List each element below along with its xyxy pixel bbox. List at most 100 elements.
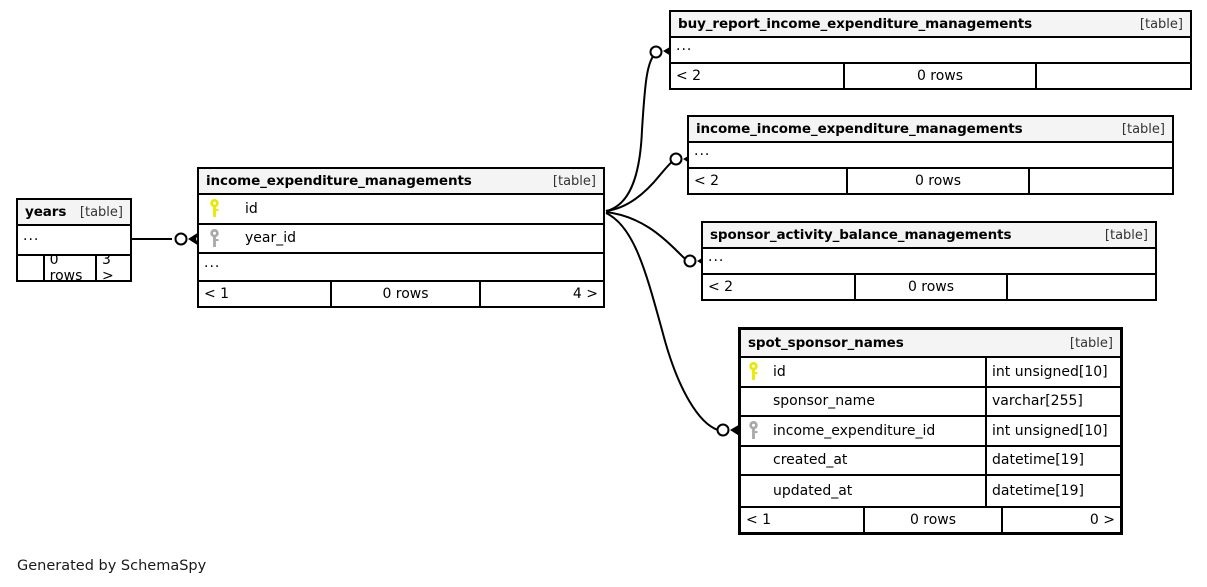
column-name: ... [204,258,221,271]
column-name: year_id [245,230,297,247]
column-name: ... [694,146,711,159]
edge-endpoint-circle [649,45,663,59]
key-glyph [209,228,219,247]
edge-endpoint-circle [174,232,188,246]
footer-row-count: 0 rows [854,275,1006,299]
column-name: ... [676,41,693,54]
footer-parent-count: < 2 [694,173,720,189]
table-node-buy-report-income-expenditure-managements[interactable]: buy_report_income_expenditure_management… [669,10,1192,90]
column-type: datetime[19] [985,476,1120,506]
table-footer-income-income-expenditure-managements: < 2 0 rows [689,167,1172,193]
table-node-income-expenditure-managements[interactable]: income_expenditure_managements [table] i… [197,167,605,308]
column-name: income_expenditure_id [773,422,936,439]
foreign-key-icon [199,228,229,248]
table-footer-buy-report-income-expenditure-managements: < 2 0 rows [671,62,1190,88]
footer-child-count [1028,169,1172,193]
column-name: ... [708,252,725,265]
footer-row-count: 0 rows [846,169,1028,193]
table-columns: id year_id ... [199,195,603,280]
edge-endpoint-circle [716,423,730,437]
column-name: created_at [773,452,848,469]
table-header-spot-sponsor-names: spot_sponsor_names [table] [741,330,1120,358]
column-name: id [773,363,786,380]
table-type-tag: [table] [1104,227,1148,243]
table-type-tag: [table] [552,173,596,189]
table-name: years [25,204,67,220]
key-glyph [748,362,758,381]
column-name: id [245,200,258,217]
footer-child-count: 0 > [1001,507,1120,532]
edge-to-income-income [605,159,675,212]
table-type-tag: [table] [79,204,123,220]
footer-child-count: 3 > [95,256,130,280]
table-columns: ... [671,38,1190,62]
table-columns: ... [689,143,1172,167]
column-name: ... [23,231,40,244]
edge-to-sponsor-activity [605,211,690,262]
footer-parent-count [18,256,43,280]
table-name: sponsor_activity_balance_managements [710,227,1012,243]
table-row: id [199,195,603,225]
edge-endpoint-circle [669,152,683,166]
column-name: sponsor_name [773,393,875,410]
table-header-sponsor-activity-balance-managements: sponsor_activity_balance_managements [ta… [703,223,1155,249]
edge-to-buy-report [605,54,655,212]
footer-row-count: 0 rows [330,282,479,306]
footer-row-count: 0 rows [843,64,1035,88]
table-footer-sponsor-activity-balance-managements: < 2 0 rows [703,273,1155,299]
edge-endpoint-circle [683,254,697,268]
column-name: updated_at [773,482,853,499]
table-columns: ... [18,226,130,254]
table-columns: ... [703,249,1155,273]
foreign-key-icon [741,421,765,440]
footer-row-count: 0 rows [863,507,1001,532]
footer-parent-count: < 2 [676,68,702,84]
table-type-tag: [table] [1139,16,1183,32]
footer-child-count: 4 > [479,282,603,306]
footer-parent-count: < 1 [204,286,230,302]
table-node-years[interactable]: years [table] ... 0 rows 3 > [16,198,132,282]
table-header-buy-report-income-expenditure-managements: buy_report_income_expenditure_management… [671,12,1190,38]
table-name: income_expenditure_managements [206,173,472,189]
table-node-spot-sponsor-names[interactable]: spot_sponsor_names [table] id int unsign… [738,327,1123,535]
table-row: sponsor_name varchar[255] [741,387,1120,417]
column-type: int unsigned[10] [985,417,1120,445]
table-columns: id int unsigned[10] sponsor_name varchar… [741,358,1120,506]
primary-key-icon [199,199,229,218]
table-footer-years: 0 rows 3 > [18,254,130,280]
table-header-income-income-expenditure-managements: income_income_expenditure_managements [t… [689,117,1172,143]
table-row: ... [199,254,603,280]
column-type: int unsigned[10] [985,358,1120,386]
table-name: income_income_expenditure_managements [696,121,1023,137]
table-node-income-income-expenditure-managements[interactable]: income_income_expenditure_managements [t… [687,115,1174,195]
column-type: datetime[19] [985,446,1120,474]
table-row: ... [689,143,1172,167]
table-header-years: years [table] [18,200,130,226]
table-footer-spot-sponsor-names: < 1 0 rows 0 > [741,505,1120,532]
table-row: year_id [199,225,603,254]
column-type: varchar[255] [985,387,1120,415]
footer-row-count: 0 rows [42,256,95,280]
footer-parent-count: < 1 [746,511,772,528]
key-glyph [209,199,219,218]
table-header-income-expenditure-managements: income_expenditure_managements [table] [199,169,603,195]
table-row: ... [703,249,1155,273]
generated-by-caption: Generated by SchemaSpy [17,558,207,574]
table-type-tag: [table] [1069,335,1113,351]
footer-parent-count: < 2 [708,279,734,295]
table-name: buy_report_income_expenditure_management… [678,16,1033,32]
table-footer-income-expenditure-managements: < 1 0 rows 4 > [199,280,603,306]
table-row: income_expenditure_id int unsigned[10] [741,417,1120,447]
table-name: spot_sponsor_names [748,335,904,351]
table-row: ... [18,226,130,254]
footer-child-count [1035,64,1190,88]
table-row: updated_at datetime[19] [741,476,1120,506]
table-row: id int unsigned[10] [741,358,1120,388]
table-node-sponsor-activity-balance-managements[interactable]: sponsor_activity_balance_managements [ta… [701,221,1157,301]
table-row: ... [671,38,1190,62]
primary-key-icon [741,362,765,381]
footer-child-count [1006,275,1155,299]
table-type-tag: [table] [1121,121,1165,137]
table-row: created_at datetime[19] [741,446,1120,476]
